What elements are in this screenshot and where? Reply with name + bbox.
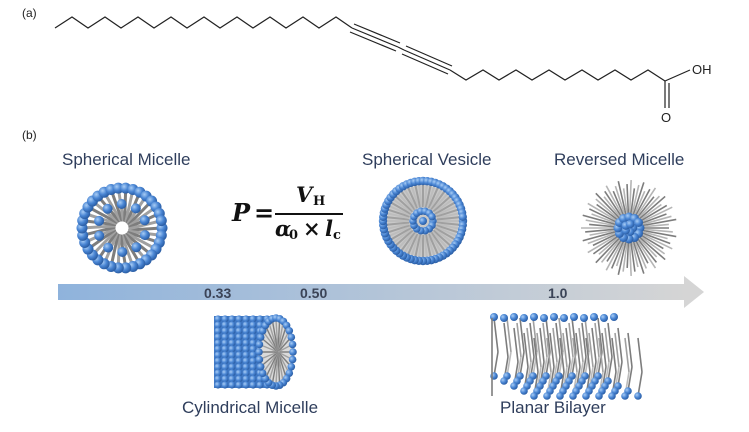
formula-equals: =: [254, 198, 275, 227]
atom-hydroxyl: OH: [692, 62, 712, 77]
formula-numerator-sub: H: [313, 194, 326, 209]
cylindrical-micelle-graphic: [214, 314, 297, 390]
panel-b-label: (b): [22, 128, 37, 142]
title-planar-bilayer: Planar Bilayer: [500, 398, 606, 417]
spherical-vesicle-graphic: [378, 176, 468, 266]
formula-denominator-alpha: α: [275, 216, 292, 241]
spherical-micelle-graphic: [76, 182, 168, 274]
formula-denominator-l: l: [325, 216, 333, 241]
formula-times: ×: [303, 216, 321, 241]
alkyl-chain-left: [54, 16, 353, 29]
tick-1-0: 1.0: [548, 285, 568, 301]
atom-carbonyl-oxygen: O: [661, 110, 672, 125]
formula-denominator-l-sub: c: [333, 228, 341, 243]
tick-0-50: 0.50: [300, 285, 328, 301]
title-reversed-micelle: Reversed Micelle: [554, 150, 685, 169]
formula-fraction-bar: [275, 213, 343, 215]
formula-lhs: P: [232, 198, 251, 227]
planar-bilayer-graphic: [490, 313, 643, 400]
formula-numerator: V: [296, 182, 313, 207]
title-spherical-vesicle: Spherical Vesicle: [362, 150, 492, 169]
packing-parameter-arrow: [58, 276, 704, 308]
title-cylindrical-micelle: Cylindrical Micelle: [182, 398, 319, 417]
formula-denominator-alpha-sub: 0: [289, 228, 299, 243]
title-spherical-micelle: Spherical Micelle: [62, 150, 191, 169]
alkyl-chain-right: [449, 69, 666, 82]
tick-0-33: 0.33: [204, 285, 232, 301]
panel-a-label: (a): [22, 6, 37, 20]
reversed-micelle-graphic: [581, 180, 677, 276]
